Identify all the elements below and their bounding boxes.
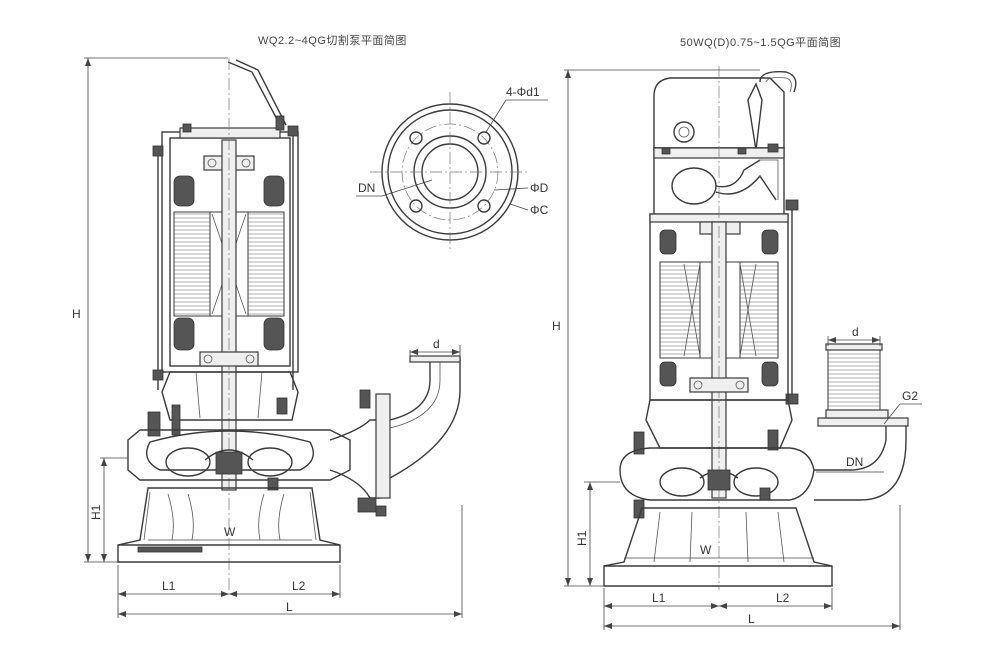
- left-dim-L1: L1: [162, 579, 176, 593]
- left-pump-view: WQ2.2~4QG切割泵平面简图: [72, 33, 463, 618]
- flange-DN-label: DN: [358, 181, 375, 195]
- right-dim-L1: L1: [652, 591, 666, 605]
- bolt-hole: [477, 131, 491, 145]
- right-pump-view: 50WQ(D)0.75~1.5QG平面简图: [552, 35, 922, 630]
- right-dim-L: L: [748, 612, 755, 626]
- bolt-hole: [477, 199, 491, 213]
- right-label-DN: DN: [846, 455, 863, 469]
- right-dim-d: d: [852, 325, 859, 339]
- left-dim-d: d: [433, 337, 440, 351]
- bolt-hole: [409, 131, 423, 145]
- flange-C-label: ΦC: [530, 203, 549, 217]
- left-view-title: WQ2.2~4QG切割泵平面简图: [258, 33, 407, 47]
- left-cable: [227, 61, 281, 126]
- left-dim-L2: L2: [292, 579, 306, 593]
- flange-D-label: ΦD: [530, 181, 549, 195]
- right-discharge-pipe: [814, 420, 907, 501]
- left-dim-H: H: [72, 307, 81, 321]
- right-view-title: 50WQ(D)0.75~1.5QG平面简图: [680, 35, 841, 49]
- right-dim-H1: H1: [575, 530, 589, 546]
- flange-view: 4-Φd1 DN ΦD ΦC: [356, 85, 549, 252]
- right-terminal-box: [653, 77, 785, 149]
- right-dim-W: W: [700, 543, 712, 557]
- bolt-hole: [409, 199, 423, 213]
- left-dim-H1: H1: [89, 504, 103, 520]
- right-label-G2: G2: [902, 389, 918, 403]
- left-discharge-pipe: [329, 419, 381, 499]
- left-volute: [127, 429, 351, 481]
- right-dim-H: H: [552, 319, 561, 333]
- right-base-stand: [603, 507, 833, 587]
- right-dim-L2: L2: [776, 591, 790, 605]
- left-elbow: [389, 357, 461, 479]
- left-dim-L: L: [286, 600, 293, 614]
- flange-holes-label: 4-Φd1: [506, 85, 540, 99]
- left-dim-W: W: [224, 525, 236, 539]
- left-base-stand: [117, 487, 341, 563]
